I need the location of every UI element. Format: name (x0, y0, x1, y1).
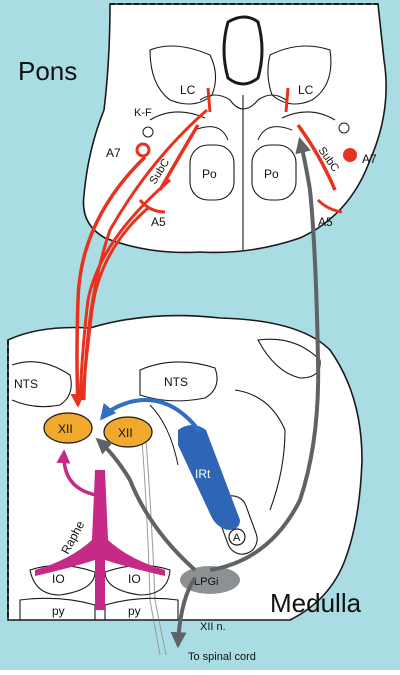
a-circle (228, 528, 246, 546)
xii-left-nucleus (43, 412, 93, 444)
pons-fiber-left-2 (194, 126, 229, 141)
po-right-outline (251, 144, 297, 201)
irt-label: IRt (195, 467, 211, 481)
a-label: A (233, 532, 241, 544)
lc-left-label: LC (180, 83, 196, 97)
a7-right-label: A7 (362, 152, 377, 166)
pathways (56, 108, 321, 649)
nts-left-outline (11, 361, 72, 408)
po-left-label: Po (202, 167, 217, 181)
nts-left-label: NTS (14, 377, 38, 391)
a5-right-mark (316, 198, 343, 214)
py-left-label: py (52, 604, 65, 618)
nts-right-outline (139, 361, 218, 402)
a5-right-label: A5 (318, 215, 333, 229)
kf-circle (142, 126, 154, 138)
to-spinal-cord-label: To spinal cord (188, 651, 256, 663)
a7-left-marker (135, 142, 151, 158)
gray-pathway-to-spinal-cord (170, 576, 197, 649)
lpgi-region (180, 566, 240, 594)
red-pathway-from-subc (78, 178, 171, 401)
xii-nerve-fiber-2 (145, 439, 167, 656)
raphe-region (35, 470, 165, 610)
a5-left-label: A5 (151, 215, 166, 229)
gray-pathway-to-xii (95, 437, 197, 572)
nts-right-label: NTS (164, 375, 188, 389)
py-left-outline (19, 597, 96, 621)
irt-region (178, 425, 240, 530)
gray-pathway-to-pons (209, 136, 321, 572)
xii-nerve-label: XII n. (200, 621, 226, 633)
subc-right-mark (296, 123, 337, 191)
xii-nerve-fiber-1 (141, 439, 161, 656)
magenta-pathway-raphe-to-xii (56, 449, 97, 497)
fourth-ventricle (222, 15, 264, 86)
medulla-fiber-3 (149, 404, 179, 466)
py-right-outline (104, 597, 179, 621)
lc-left-mark (206, 87, 212, 113)
a7-right-marker (343, 148, 357, 162)
xii-right-label: XII (118, 426, 133, 440)
lc-right-mark (284, 87, 290, 113)
lpgi-label: LPGi (194, 576, 218, 588)
medulla-section: Medulla NTS NTS XII XII IRt A Raphe IO I… (7, 314, 363, 663)
lc-right-label: LC (298, 83, 314, 97)
pons-fiber-right (281, 111, 336, 121)
medulla-fiber-2 (234, 389, 286, 511)
blue-pathway-irt-to-xii (99, 398, 202, 434)
xii-right-nucleus (103, 416, 153, 448)
a5-left-mark (138, 199, 166, 214)
kf-label: K-F (134, 107, 152, 119)
pons-circle-right (338, 122, 350, 134)
po-left-outline (189, 144, 235, 201)
pons-title: Pons (18, 56, 77, 86)
a7-left-label: A7 (106, 146, 121, 160)
xii-left-label: XII (58, 422, 73, 436)
py-right-label: py (128, 604, 141, 618)
po-right-label: Po (264, 167, 279, 181)
red-pathway-from-lc (82, 108, 208, 401)
red-pathway-from-a7 (70, 155, 147, 408)
io-left-label: IO (52, 572, 65, 586)
pons-structure-right (267, 45, 332, 105)
pons-fiber-right-2 (257, 126, 293, 141)
medulla-title: Medulla (270, 588, 362, 618)
io-right-label: IO (128, 572, 141, 586)
